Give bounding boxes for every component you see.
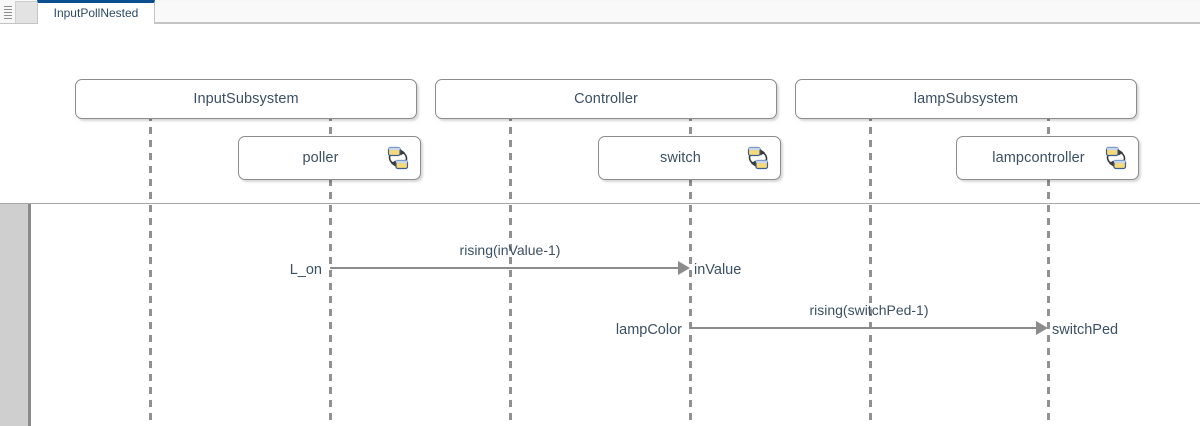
tab-inputpollnested[interactable]: InputPollNested <box>37 0 155 24</box>
message-line[interactable] <box>690 327 1038 329</box>
lane-header-switch[interactable]: switch <box>598 136 781 180</box>
header-separator <box>0 203 1200 204</box>
message-source-label: lampColor <box>615 322 682 338</box>
message-source-label: L_on <box>289 262 322 278</box>
left-gutter-edge <box>28 204 31 426</box>
stateflow-chart-icon <box>385 145 411 171</box>
message-label: rising(inValue-1) <box>459 242 561 258</box>
stateflow-chart-icon <box>1103 145 1129 171</box>
lane-label: switch <box>660 150 701 166</box>
lifeline-lampsubsystem <box>869 114 872 426</box>
stateflow-chart-icon <box>745 145 771 171</box>
lane-header-controller[interactable]: Controller <box>435 79 777 119</box>
tab-bar: InputPollNested <box>0 0 1200 24</box>
lifeline-poller <box>329 114 332 426</box>
lane-header-poller[interactable]: poller <box>238 136 421 180</box>
lane-header-inputsubsystem[interactable]: InputSubsystem <box>75 79 417 119</box>
lane-label: lampSubsystem <box>913 91 1019 107</box>
lane-header-lampcontroller[interactable]: lampcontroller <box>956 136 1139 180</box>
message-label: rising(switchPed-1) <box>809 302 929 318</box>
lifeline-inputsubsystem <box>149 114 152 426</box>
lane-label: Controller <box>574 91 638 107</box>
arrowhead-icon <box>678 261 690 275</box>
arrowhead-icon <box>1036 321 1048 335</box>
lifeline-controller <box>509 114 512 426</box>
lane-header-lampsubsystem[interactable]: lampSubsystem <box>795 79 1137 119</box>
lifeline-switch <box>689 114 692 426</box>
drag-grip-icon[interactable] <box>3 3 13 21</box>
lifeline-lampcontroller <box>1047 114 1050 426</box>
message-line[interactable] <box>330 267 680 269</box>
message-target-label: inValue <box>694 262 742 278</box>
tab-bar-filler <box>155 1 1200 23</box>
diagram-canvas[interactable]: InputSubsystem Controller lampSubsystem … <box>0 24 1200 426</box>
lane-label: InputSubsystem <box>193 91 299 107</box>
lane-label: lampcontroller <box>992 150 1085 166</box>
message-target-label: switchPed <box>1052 322 1119 338</box>
tab-label: InputPollNested <box>53 6 139 20</box>
left-gutter[interactable] <box>0 204 28 426</box>
lane-label: poller <box>302 150 339 166</box>
